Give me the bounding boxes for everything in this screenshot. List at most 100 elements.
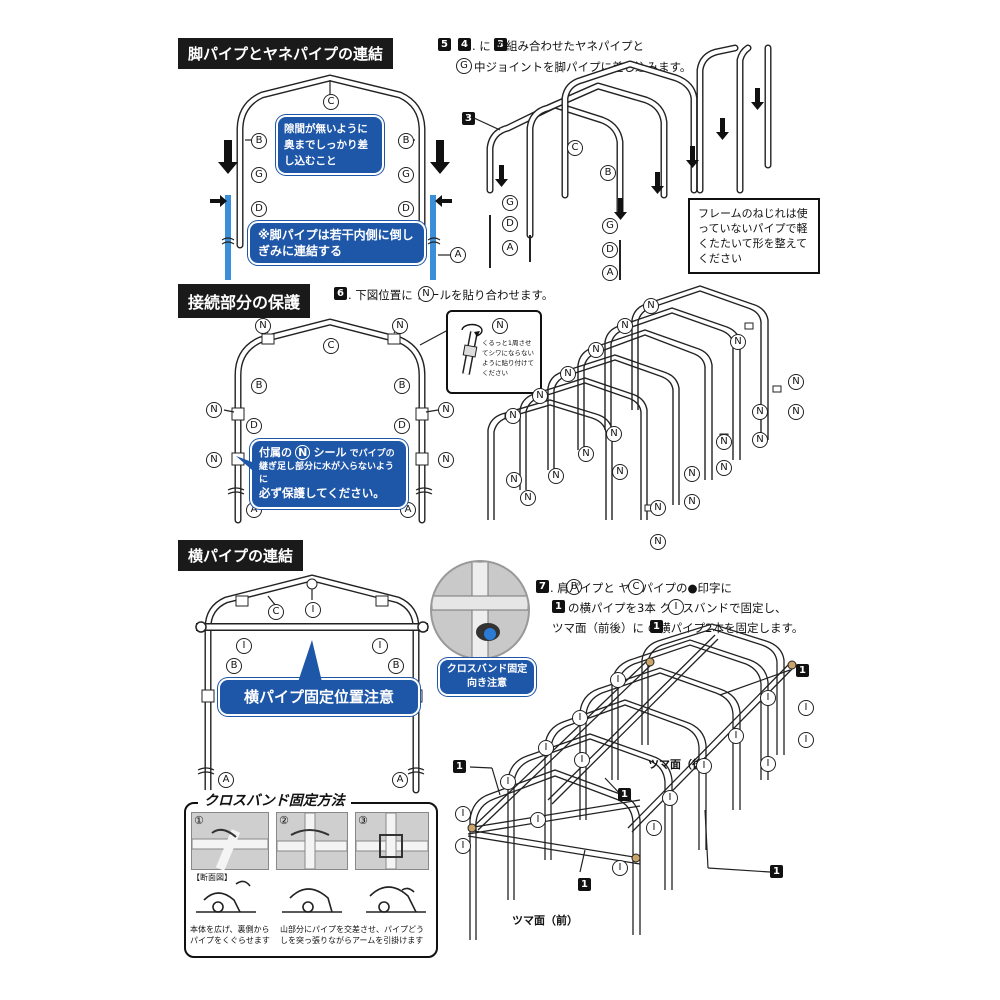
label-n: N — [643, 298, 659, 314]
label-n: N — [492, 318, 508, 334]
label-i: I — [612, 860, 628, 876]
label-i: I — [610, 672, 626, 688]
label-n: N — [506, 472, 522, 488]
label-n: N — [650, 500, 666, 516]
label-n: N — [206, 402, 222, 418]
label-i: I — [728, 728, 744, 744]
label-g: G — [602, 218, 618, 234]
label-i: I — [236, 638, 252, 654]
crossband-section-label: 【断面図】 — [192, 873, 232, 882]
label-d: D — [502, 216, 518, 232]
label-i: I — [455, 838, 471, 854]
label-n: N — [560, 366, 576, 382]
label-n: N — [788, 404, 804, 420]
label-g: G — [502, 195, 518, 211]
label-i: I — [572, 710, 588, 726]
label-d: D — [602, 242, 618, 258]
seal-note-seal: シール — [313, 446, 347, 459]
seal-tip-inset: N くるっと1周させてシワにならないように貼り付けてください — [446, 310, 542, 394]
step-number-4: 4 — [458, 38, 471, 51]
part-number-1: 1 — [618, 788, 631, 801]
label-n: N — [578, 446, 594, 462]
label-g: G — [398, 167, 414, 183]
section-title-cross-pipe: 横パイプの連結 — [178, 540, 304, 571]
label-a: A — [392, 772, 408, 788]
seal-wrap-illustration — [461, 323, 483, 375]
callout-bar-position: 横パイプ固定位置注意 — [220, 680, 418, 714]
crossband-photo-1-art — [191, 828, 269, 871]
label-i: I — [798, 732, 814, 748]
label-a: A — [502, 240, 518, 256]
seal-label-n: N — [295, 445, 311, 460]
crossband-step-photo-3 — [355, 812, 429, 870]
label-d: D — [398, 201, 414, 217]
label-i: I — [798, 700, 814, 716]
step-number-6: 6 — [334, 287, 347, 300]
label-n: N — [532, 388, 548, 404]
label-n: N — [438, 402, 454, 418]
part-number-1: 1 — [453, 760, 466, 773]
label-d: D — [246, 418, 262, 434]
label-b: B — [388, 658, 404, 674]
label-front-face: ツマ面（前） — [512, 914, 578, 927]
label-n: N — [548, 468, 564, 484]
crossband-caption-1: 本体を広げ、裏側からパイプをくぐらせます — [190, 925, 270, 945]
label-n: N — [438, 452, 454, 468]
seal-tip-text: くるっと1周させてシワにならないように貼り付けてください — [482, 339, 534, 377]
crossband-method-title: クロスバンド固定方法 — [198, 790, 351, 810]
crossband-caption-2: 山部分にパイプを交差させ、パイプどうしを突っ張りながらアームを引掛けます — [280, 925, 424, 945]
label-i: I — [500, 774, 516, 790]
label-n: N — [730, 334, 746, 350]
step6-text: . 下図位置に シールを貼り合わせます。 — [348, 288, 554, 302]
part-number-3: 3 — [462, 112, 475, 125]
label-i: I — [760, 690, 776, 706]
label-n: N — [588, 342, 604, 358]
label-i: I — [305, 602, 321, 618]
label-i: I — [455, 806, 471, 822]
label-n: N — [392, 318, 408, 334]
label-c: C — [567, 140, 583, 156]
label-n: N — [520, 490, 536, 506]
crossband-step-3-number: ③ — [358, 814, 368, 827]
label-n: N — [206, 452, 222, 468]
label-a: A — [450, 247, 466, 263]
label-i: I — [646, 820, 662, 836]
label-b: B — [251, 133, 267, 149]
label-i: I — [696, 758, 712, 774]
step7-text-line3: ツマ面（前後）に の横パイプ2本を固定します。 — [552, 621, 804, 635]
part-number-3: 3 — [494, 38, 507, 51]
callout-lean-inward: ※脚パイプは若干内側に倒しぎみに連結する — [250, 223, 424, 263]
label-n: N — [255, 318, 271, 334]
label-i: I — [668, 599, 684, 615]
label-n: N — [418, 286, 434, 302]
label-n: N — [788, 374, 804, 390]
crossband-photo-3-art — [355, 812, 429, 870]
label-n: N — [752, 404, 768, 420]
label-b: B — [600, 165, 616, 181]
label-n: N — [716, 460, 732, 476]
label-c: C — [628, 579, 644, 595]
crossband-step-photo-1 — [191, 812, 269, 871]
section-title-joint-protection: 接続部分の保護 — [178, 284, 311, 318]
part-number-1: 1 — [578, 878, 591, 891]
crossband-step-2-number: ② — [279, 814, 289, 827]
label-n: N — [650, 534, 666, 550]
crossband-step-photo-2 — [276, 812, 348, 870]
label-a: A — [218, 772, 234, 788]
label-g: G — [251, 167, 267, 183]
callout-frame-twist: フレームのねじれは使っていないパイプで軽くたたいて形を整えてください — [688, 198, 820, 274]
label-b: B — [394, 378, 410, 394]
part-number-1: 1 — [796, 664, 809, 677]
step5-text-line1: . に で組み合わせたヤネパイプと — [472, 39, 644, 53]
label-d: D — [394, 418, 410, 434]
label-i: I — [662, 790, 678, 806]
callout-insert-fully: 隙間が無いように奥までしっかり差し込むこと — [278, 117, 382, 173]
step-number-5: 5 — [438, 38, 451, 51]
seal-note-prefix: 付属の — [259, 446, 292, 459]
